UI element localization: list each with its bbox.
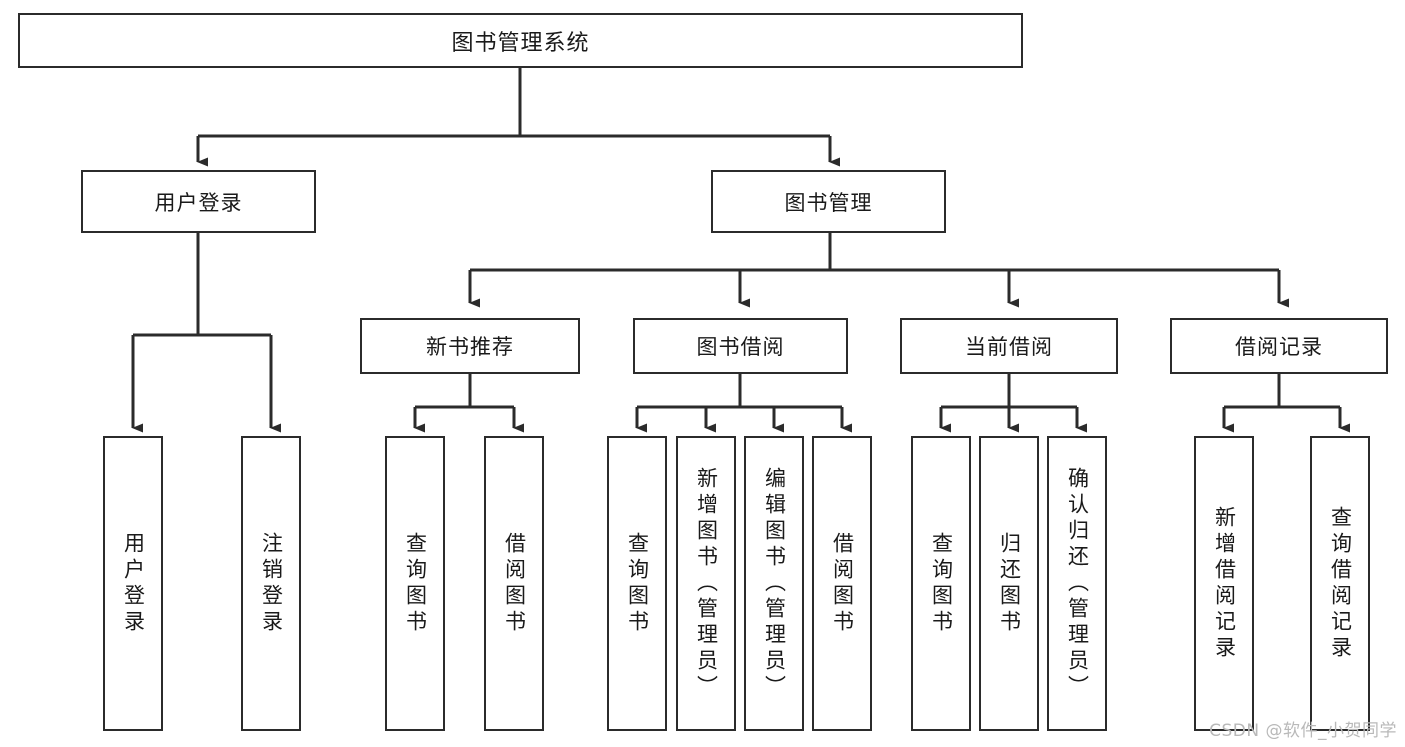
leaf-logout[interactable]: 注销登录 [241, 436, 301, 731]
watermark: CSDN @软件_小贺同学 [1209, 721, 1397, 741]
leaf-confirm-return-label: 确认归还（管理员） [1065, 466, 1090, 701]
leaf-edit-book-label: 编辑图书（管理员） [762, 466, 787, 701]
leaf-query-book-2-label: 查询图书 [625, 531, 650, 636]
node-borrow-record[interactable]: 借阅记录 [1170, 318, 1388, 374]
leaf-user-login[interactable]: 用户登录 [103, 436, 163, 731]
leaf-query-record-label: 查询借阅记录 [1328, 505, 1353, 662]
node-new-book-recommend[interactable]: 新书推荐 [360, 318, 580, 374]
leaf-add-record-label: 新增借阅记录 [1212, 505, 1237, 662]
leaf-add-book[interactable]: 新增图书（管理员） [676, 436, 736, 731]
leaf-user-login-label: 用户登录 [121, 531, 146, 636]
leaf-return-book[interactable]: 归还图书 [979, 436, 1039, 731]
node-user-login-label: 用户登录 [154, 190, 243, 215]
leaf-query-book-1[interactable]: 查询图书 [385, 436, 445, 731]
leaf-borrow-book-1-label: 借阅图书 [502, 531, 527, 636]
node-book-borrow-label: 图书借阅 [696, 335, 785, 359]
leaf-borrow-book-1[interactable]: 借阅图书 [484, 436, 544, 731]
node-user-login[interactable]: 用户登录 [81, 170, 316, 233]
node-book-management[interactable]: 图书管理 [711, 170, 946, 233]
leaf-query-book-1-label: 查询图书 [403, 531, 428, 636]
leaf-confirm-return[interactable]: 确认归还（管理员） [1047, 436, 1107, 731]
leaf-query-record[interactable]: 查询借阅记录 [1310, 436, 1370, 731]
leaf-borrow-book-2[interactable]: 借阅图书 [812, 436, 872, 731]
node-current-borrow-label: 当前借阅 [965, 335, 1053, 359]
leaf-query-book-3-label: 查询图书 [929, 531, 954, 636]
node-root[interactable]: 图书管理系统 [18, 13, 1023, 68]
node-root-label: 图书管理系统 [451, 30, 590, 56]
node-new-book-recommend-label: 新书推荐 [426, 335, 514, 359]
leaf-query-book-3[interactable]: 查询图书 [911, 436, 971, 731]
leaf-add-record[interactable]: 新增借阅记录 [1194, 436, 1254, 731]
leaf-borrow-book-2-label: 借阅图书 [830, 531, 855, 636]
leaf-logout-label: 注销登录 [259, 531, 284, 636]
node-book-borrow[interactable]: 图书借阅 [633, 318, 848, 374]
leaf-query-book-2[interactable]: 查询图书 [607, 436, 667, 731]
node-borrow-record-label: 借阅记录 [1235, 335, 1323, 359]
node-current-borrow[interactable]: 当前借阅 [900, 318, 1118, 374]
leaf-add-book-label: 新增图书（管理员） [694, 466, 719, 701]
leaf-edit-book[interactable]: 编辑图书（管理员） [744, 436, 804, 731]
node-book-management-label: 图书管理 [784, 190, 873, 215]
leaf-return-book-label: 归还图书 [997, 531, 1022, 636]
